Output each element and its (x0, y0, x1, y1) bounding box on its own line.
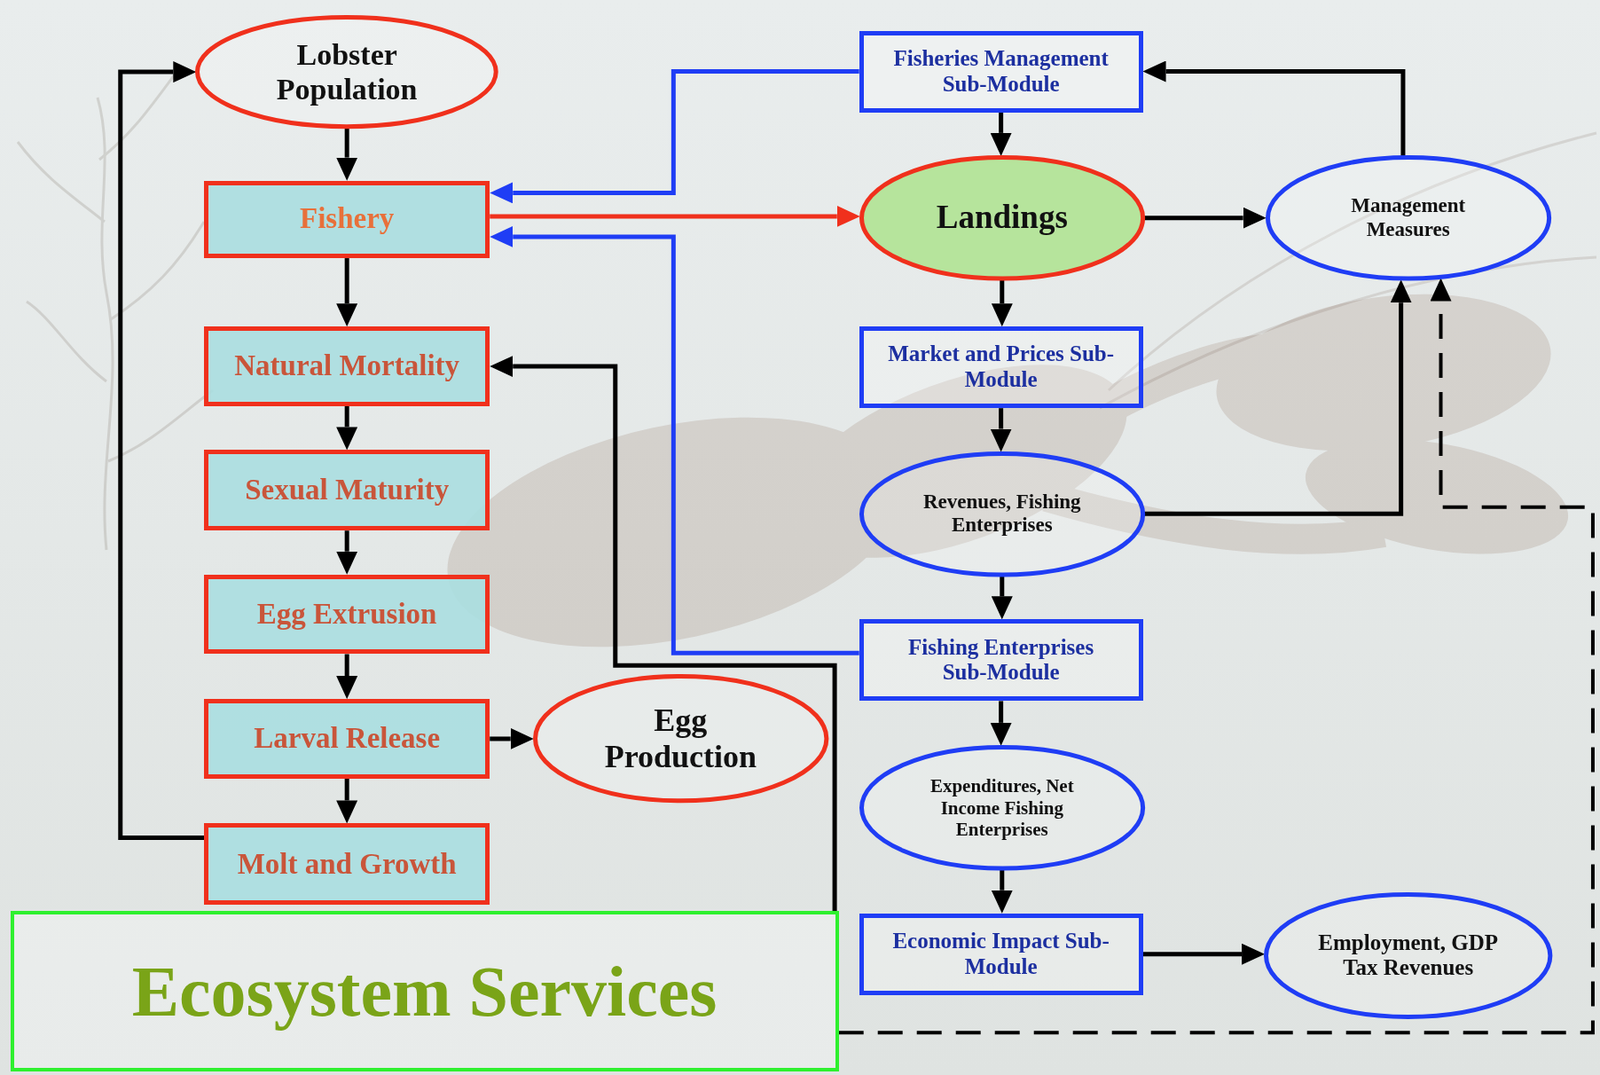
ellipse-shape (197, 17, 497, 127)
seaweed (17, 70, 213, 550)
flow-arrow (345, 778, 350, 801)
ellipse-node: Egg Production (533, 674, 829, 803)
node-label: Egg Production (597, 702, 764, 777)
ellipse-node: Employment, GDP Tax Revenues (1263, 892, 1553, 1020)
node-label: Economic Impact Sub-Module (887, 928, 1114, 981)
flow-arrow (1144, 215, 1244, 220)
flow-arrow (345, 530, 350, 551)
flow-arrow (345, 406, 350, 427)
process-box: Fishery (203, 180, 490, 259)
ellipse-outline (195, 15, 499, 129)
ellipse-shape (861, 746, 1143, 869)
flow-arrow (512, 71, 859, 194)
flow-arrow (999, 575, 1004, 597)
node-label: Fishery (299, 202, 394, 236)
node-label: Egg Extrusion (257, 597, 438, 632)
flow-arrow (1144, 302, 1402, 514)
flow-arrow (489, 736, 510, 741)
process-box: Fisheries Management Sub-Module (859, 31, 1144, 113)
process-box: Egg Extrusion (203, 574, 490, 655)
process-box: Market and Prices Sub-Module (859, 326, 1144, 408)
process-box: Natural Mortality (203, 326, 490, 407)
flow-arrow (839, 301, 1593, 1034)
flow-arrow (345, 258, 350, 304)
antennae (1099, 133, 1597, 408)
node-label: Larval Release (253, 721, 440, 756)
flow-arrow (345, 127, 350, 157)
node-label: Expenditures, Net Income Fishing Enterpr… (921, 775, 1083, 840)
node-label: Lobster Population (268, 37, 426, 107)
ellipse-node: Revenues, Fishing Enterprises (859, 451, 1146, 578)
node-label: Natural Mortality (234, 349, 460, 384)
flow-arrow (120, 71, 204, 838)
flow-arrow (512, 236, 859, 653)
node-label: Market and Prices Sub-Module (887, 341, 1114, 393)
node-label: Management Measures (1344, 194, 1472, 242)
node-label: Revenues, Fishing Enterprises (914, 490, 1091, 538)
ellipse-shape (534, 676, 826, 801)
node-label: Ecosystem Services (132, 950, 718, 1033)
node-label: Landings (936, 198, 1068, 237)
node-label: Fisheries Management Sub-Module (887, 46, 1114, 98)
process-box: Larval Release (203, 698, 490, 779)
node-label: Sexual Maturity (244, 473, 449, 508)
ellipse-shape (861, 156, 1143, 279)
flow-arrow (999, 869, 1004, 890)
flow-arrow (1166, 71, 1404, 157)
ellipse-node: Landings (859, 155, 1146, 282)
process-box: Economic Impact Sub-Module (859, 913, 1144, 996)
flow-arrow (998, 112, 1004, 134)
ellipse-shape (861, 453, 1143, 575)
process-box: Fishing Enterprises Sub-Module (859, 619, 1144, 701)
ellipse-shape (1266, 894, 1551, 1017)
flow-arrow (512, 366, 835, 911)
process-box: Ecosystem Services (10, 910, 840, 1072)
node-label: Employment, GDP Tax Revenues (1308, 930, 1508, 982)
flow-arrow (998, 407, 1004, 429)
flow-arrow (1143, 951, 1243, 957)
ellipse-node: Management Measures (1265, 155, 1552, 282)
flow-arrow (489, 213, 838, 219)
process-box: Molt and Growth (203, 823, 490, 905)
ellipse-node: Lobster Population (195, 15, 499, 129)
ellipse-shape (1267, 156, 1549, 279)
ellipse-node: Expenditures, Net Income Fishing Enterpr… (859, 745, 1146, 871)
flow-arrow (998, 700, 1004, 722)
process-box: Sexual Maturity (203, 449, 490, 531)
node-label: Fishing Enterprises Sub-Module (887, 635, 1114, 687)
flow-arrow (345, 653, 350, 676)
flow-arrow (999, 279, 1004, 304)
node-label: Molt and Growth (237, 847, 457, 882)
